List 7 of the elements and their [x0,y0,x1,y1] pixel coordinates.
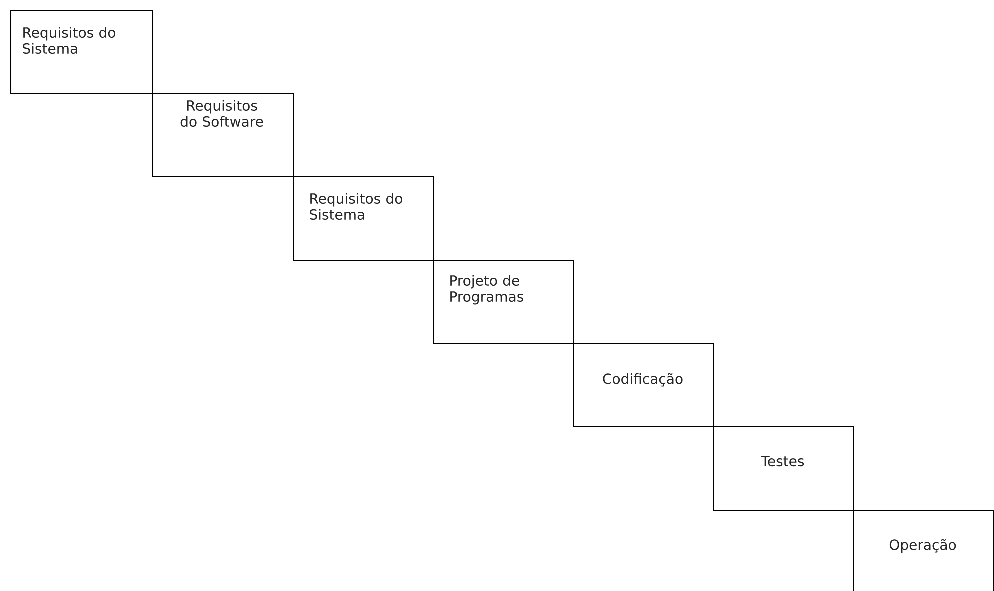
step-box: Requisitos do Software [152,93,294,178]
step-box: Codificação [573,343,714,428]
step-box: Testes [713,426,854,512]
step-box: Operação [853,510,994,591]
step-box: Requisitos do Sistema [293,176,434,262]
step-box: Projeto de Programas [433,260,574,344]
step-box: Requisitos do Sistema [10,10,154,94]
